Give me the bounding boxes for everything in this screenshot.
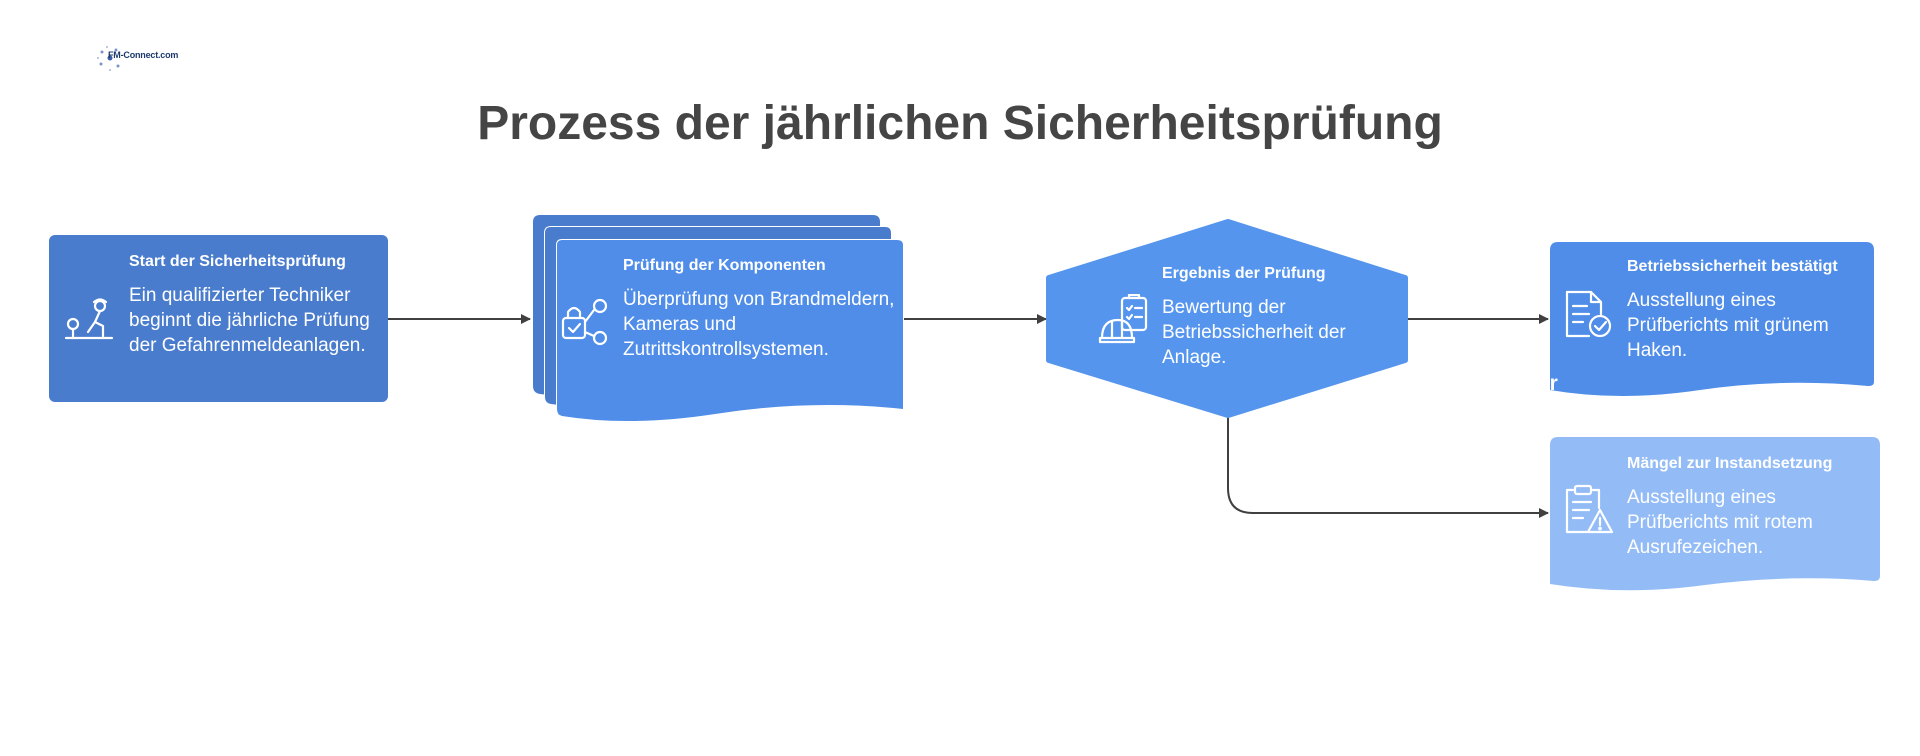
confirmed-node-body: Ausstellung eines Prüfberichts mit grüne… [1627, 290, 1829, 361]
company-logo: FM-Connect.com [96, 44, 178, 72]
confirmed-node: Betriebssicherheit bestätigt Ausstellung… [1627, 258, 1867, 363]
result-node: Ergebnis der Prüfung Bewertung der Betri… [1162, 265, 1392, 370]
confirmed-node-title: Betriebssicherheit bestätigt [1627, 258, 1838, 275]
components-node-title: Prüfung der Komponenten [623, 257, 826, 274]
defects-node-body: Ausstellung eines Prüfberichts mit rotem… [1627, 487, 1813, 558]
result-node-title: Ergebnis der Prüfung [1162, 265, 1326, 282]
logo-text: FM-Connect.com [108, 50, 179, 60]
page-title: Prozess der jährlichen Sicherheitsprüfun… [477, 97, 1443, 150]
components-node: Prüfung der Komponenten Überprüfung von … [623, 257, 898, 362]
lock-network-icon [560, 298, 612, 350]
arrow-result-to-defects [1227, 415, 1549, 518]
confirmed-node-shape [1550, 242, 1874, 396]
start-node-shape [49, 235, 388, 402]
document-check-icon [1563, 288, 1613, 340]
defects-node: Mängel zur Instandsetzung Ausstellung ei… [1627, 455, 1872, 560]
defects-node-shape [1550, 437, 1880, 591]
logo-burst-icon [97, 46, 120, 71]
result-node-shape [1046, 219, 1408, 418]
clipboard-warning-icon [1563, 484, 1615, 536]
components-node-body: Überprüfung von Brandmeldern, Kameras un… [623, 289, 895, 360]
hardhat-checklist-icon [1098, 294, 1150, 346]
technician-icon [64, 294, 114, 346]
start-node-title: Start der Sicherheitsprüfung [129, 253, 346, 270]
result-node-body: Bewertung der Betriebssicherheit der Anl… [1162, 297, 1346, 368]
start-node-body: Ein qualifizierter Techniker beginnt die… [129, 285, 370, 356]
ghost-label-fragment: er [1538, 372, 1558, 395]
defects-node-title: Mängel zur Instandsetzung [1627, 455, 1833, 472]
components-node-shape [533, 215, 904, 423]
start-node: Start der Sicherheitsprüfung Ein qualifi… [129, 253, 379, 358]
